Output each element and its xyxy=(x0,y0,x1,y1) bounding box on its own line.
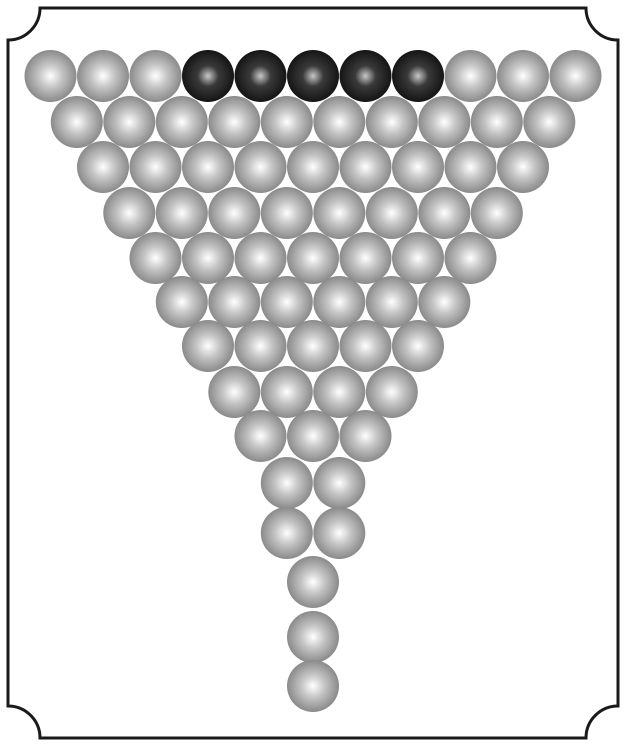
light-bead xyxy=(208,366,260,418)
light-bead xyxy=(261,187,313,239)
light-bead xyxy=(235,410,287,462)
light-bead xyxy=(445,141,497,193)
light-bead xyxy=(156,96,208,148)
light-bead xyxy=(313,187,365,239)
light-bead xyxy=(287,410,339,462)
light-bead xyxy=(313,457,365,509)
light-bead xyxy=(497,141,549,193)
light-bead xyxy=(471,187,523,239)
light-bead xyxy=(366,366,418,418)
light-bead xyxy=(340,141,392,193)
light-bead xyxy=(340,410,392,462)
light-bead xyxy=(287,556,339,608)
light-bead xyxy=(51,96,103,148)
light-bead xyxy=(471,96,523,148)
light-bead xyxy=(497,50,549,102)
light-bead xyxy=(445,232,497,284)
light-bead xyxy=(156,276,208,328)
light-bead xyxy=(235,141,287,193)
light-bead xyxy=(235,320,287,372)
light-bead xyxy=(261,507,313,559)
light-bead xyxy=(392,141,444,193)
light-bead xyxy=(287,660,339,712)
light-bead xyxy=(523,96,575,148)
dark-bead xyxy=(287,50,339,102)
light-bead xyxy=(287,141,339,193)
light-bead xyxy=(366,276,418,328)
light-bead xyxy=(208,187,260,239)
light-bead xyxy=(418,187,470,239)
light-bead xyxy=(208,96,260,148)
light-bead xyxy=(392,320,444,372)
light-bead xyxy=(103,96,155,148)
light-bead xyxy=(261,366,313,418)
light-bead xyxy=(313,507,365,559)
dark-bead xyxy=(340,50,392,102)
light-bead xyxy=(130,232,182,284)
light-bead xyxy=(445,50,497,102)
light-bead xyxy=(130,50,182,102)
dark-bead xyxy=(392,50,444,102)
light-bead xyxy=(418,96,470,148)
light-bead xyxy=(550,50,602,102)
light-bead xyxy=(418,276,470,328)
light-bead xyxy=(182,141,234,193)
light-bead xyxy=(25,50,77,102)
light-bead xyxy=(287,611,339,663)
light-bead xyxy=(261,276,313,328)
dark-bead xyxy=(182,50,234,102)
light-bead xyxy=(392,232,444,284)
light-bead xyxy=(182,320,234,372)
light-bead xyxy=(366,96,418,148)
light-bead xyxy=(366,187,418,239)
light-bead xyxy=(261,96,313,148)
light-bead xyxy=(77,141,129,193)
light-bead xyxy=(208,276,260,328)
light-bead xyxy=(182,232,234,284)
light-bead xyxy=(156,187,208,239)
dark-bead xyxy=(235,50,287,102)
light-bead xyxy=(130,141,182,193)
light-bead xyxy=(77,50,129,102)
light-bead xyxy=(261,457,313,509)
light-bead xyxy=(313,96,365,148)
light-bead xyxy=(103,187,155,239)
light-bead xyxy=(313,366,365,418)
light-bead xyxy=(340,320,392,372)
light-bead xyxy=(287,320,339,372)
light-bead xyxy=(340,232,392,284)
light-bead xyxy=(235,232,287,284)
light-bead xyxy=(287,232,339,284)
light-bead xyxy=(313,276,365,328)
